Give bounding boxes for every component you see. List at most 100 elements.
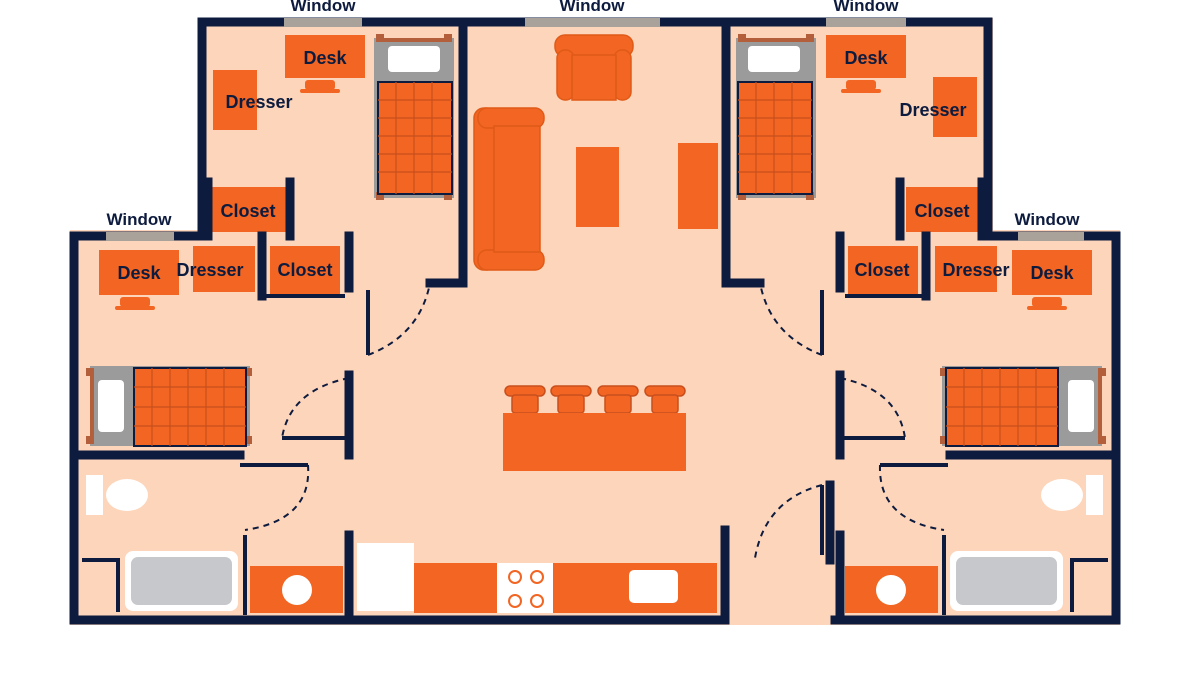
dresser-bottom-right [935, 246, 997, 292]
window-top-right [826, 18, 906, 27]
bar-stool [651, 394, 679, 414]
bathtub-basin-left [131, 557, 232, 605]
stove-burner [530, 594, 544, 608]
door-swings [244, 282, 945, 559]
thin-walls [82, 290, 1108, 615]
bed-bottom-right [940, 366, 1106, 447]
wall-top-right-left [721, 17, 765, 288]
pillow-icon [1068, 380, 1094, 432]
pillow-icon [748, 46, 800, 72]
labels: Window Window Window Window Window Desk … [107, 0, 1081, 283]
sink-right [876, 575, 906, 605]
toilet-bowl-left [106, 479, 148, 511]
bed-post [738, 192, 746, 200]
bed-top-right [736, 34, 816, 200]
label-desk-top-right: Desk [844, 48, 888, 68]
armchair [554, 34, 634, 101]
fridge [357, 543, 414, 611]
label-desk-bottom-left: Desk [117, 263, 161, 283]
wall-bath-left-inner [82, 558, 120, 612]
door-swing-entry [754, 484, 823, 559]
label-dresser-bottom-left: Dresser [176, 260, 243, 280]
toilet-tank-left [86, 475, 103, 515]
bed-post [376, 192, 384, 200]
bar-stools [504, 385, 686, 414]
bed-post [244, 368, 252, 376]
pillow-icon [98, 380, 124, 432]
desk-chair-base-bottom-left [115, 306, 155, 310]
bar-stool [511, 394, 539, 414]
stove [497, 563, 553, 613]
label-closet-bottom-left: Closet [277, 260, 332, 280]
desk-chair-base-bottom-right [1027, 306, 1067, 310]
label-dresser-top-left: Dresser [225, 92, 292, 112]
bed-post [444, 192, 452, 200]
window-top-left [284, 18, 362, 27]
label-window-top-left: Window [291, 0, 357, 15]
bathtub-basin-right [956, 557, 1057, 605]
bed-headboard [740, 38, 812, 42]
bed-post [940, 436, 948, 444]
dresser-top-right [933, 77, 977, 137]
blanket [377, 81, 453, 195]
quilt-grid [378, 82, 452, 194]
label-closet-bottom-right: Closet [854, 260, 909, 280]
windows [106, 18, 1084, 241]
desk-chair-top-left [305, 80, 335, 90]
furniture [86, 34, 1106, 613]
desk-top-left [285, 35, 365, 78]
bed-top-left [374, 34, 454, 200]
closet-bottom-left [270, 246, 340, 294]
window-left [106, 232, 174, 241]
toilet-tank-right [1086, 475, 1103, 515]
bed-post [940, 368, 948, 376]
pillow-icon [388, 46, 440, 72]
bed-post [244, 436, 252, 444]
label-desk-bottom-right: Desk [1030, 263, 1074, 283]
label-dresser-top-right: Dresser [899, 100, 966, 120]
bed-bottom-left [86, 366, 252, 447]
desk-bottom-left [99, 250, 179, 295]
desk-chair-bottom-left [120, 297, 150, 307]
label-dresser-bottom-right: Dresser [942, 260, 1009, 280]
sofa-arm-top [477, 107, 545, 129]
door-swing-br [839, 377, 906, 439]
label-window-top-center: Window [560, 0, 626, 15]
quilt-grid [738, 82, 812, 194]
label-desk-top-left: Desk [303, 48, 347, 68]
coffee-table [576, 147, 619, 227]
window-top-center [525, 18, 660, 27]
quilt-grid [134, 368, 246, 446]
dresser-bottom-left [193, 246, 255, 292]
bar-stool [557, 394, 585, 414]
label-closet-top-right: Closet [914, 201, 969, 221]
bed-headboard [380, 38, 452, 42]
stove-burner [530, 570, 544, 584]
stove-burner [508, 594, 522, 608]
desk-chair-base-top-right [841, 89, 881, 93]
bar-stool [604, 394, 632, 414]
door-swing-tr [759, 282, 823, 356]
bed-headboard [90, 372, 94, 442]
door-swing-left-bath [244, 464, 310, 531]
quilt-grid [946, 368, 1058, 446]
door-swing-bl [281, 377, 350, 439]
desk-chair-top-right [846, 80, 876, 90]
wall-bath-right-inner [1070, 558, 1108, 612]
toilet-bowl-right [1041, 479, 1083, 511]
closet-top-right [906, 187, 982, 232]
floor-entry [725, 540, 835, 625]
armchair-seat [571, 54, 617, 101]
desk-chair-base-top-left [300, 89, 340, 93]
bed-post [806, 192, 814, 200]
wall-top-left-right [425, 17, 468, 288]
media-console [678, 143, 718, 229]
closet-bottom-right [848, 246, 918, 294]
stove-burner [508, 570, 522, 584]
blanket [737, 81, 813, 195]
sofa-seat [493, 125, 541, 253]
bed-headboard [1098, 372, 1102, 442]
label-window-top-right: Window [834, 0, 900, 15]
desk-top-right [826, 35, 906, 78]
